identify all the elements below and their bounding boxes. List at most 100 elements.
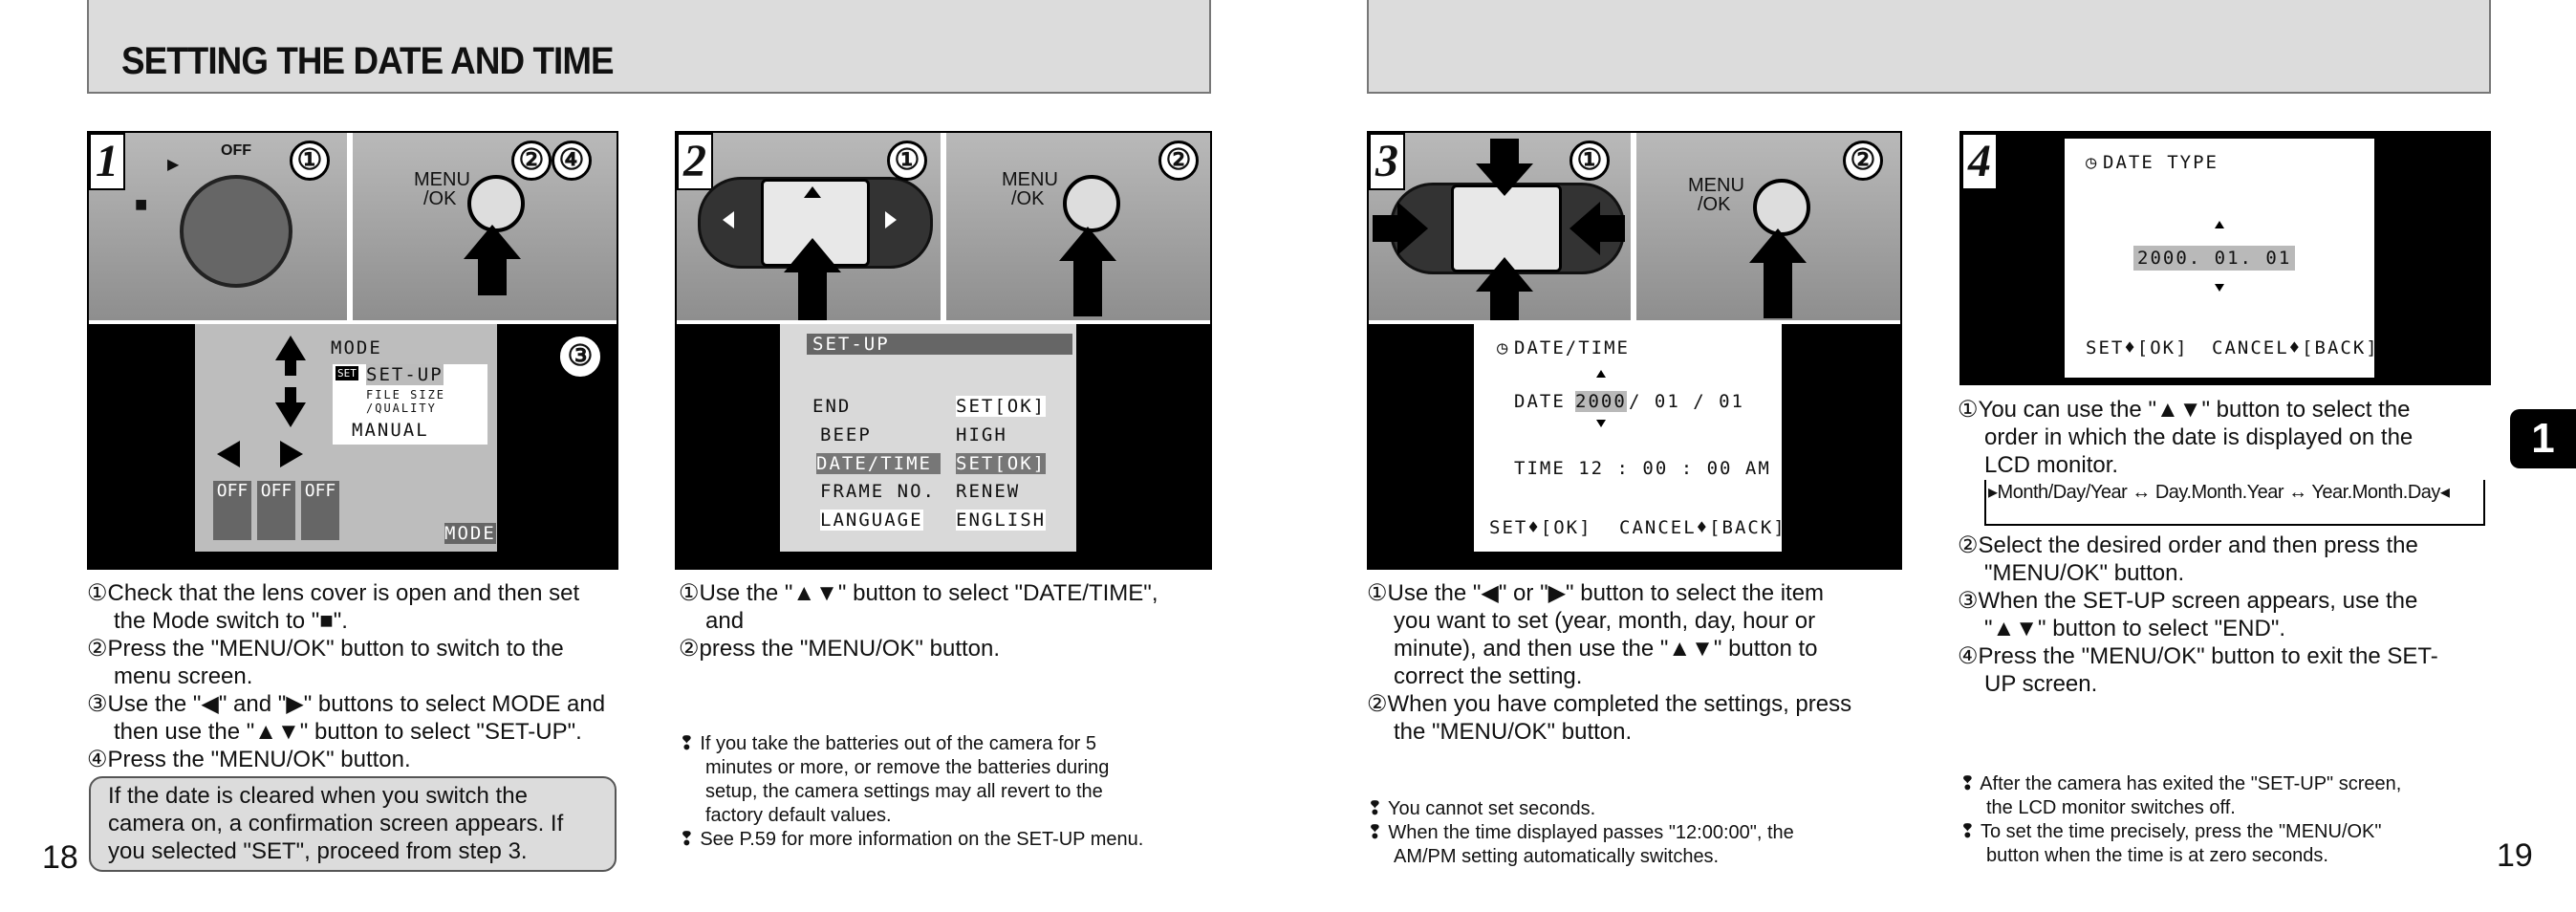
step4-instructions2: ②Select the desired order and then press… <box>1958 532 2493 698</box>
mode-footer: MODE <box>444 523 496 544</box>
setup-row-beep-value: HIGH <box>956 424 1007 445</box>
step4-line: ②Select the desired order and then press… <box>1958 532 2418 558</box>
press-left-arrow-icon <box>1569 202 1627 255</box>
mode-header: MODE <box>331 337 382 358</box>
callout-line: you selected "SET", proceed from step 3. <box>108 838 528 864</box>
step2-line: ①Use the "▲▼" button to select "DATE/TIM… <box>679 580 1158 606</box>
setup-row-datetime-value: SET[OK] <box>956 453 1047 474</box>
menu-ok-label-line1: MENU <box>1002 169 1058 190</box>
note-line: ❢ You cannot set seconds. <box>1367 798 1596 819</box>
dpad-right-icon <box>885 211 897 228</box>
dpad-left-icon <box>723 211 734 228</box>
step1-marker-3: ③ <box>557 334 603 380</box>
callout-line: If the date is cleared when you switch t… <box>108 783 528 809</box>
step1-illustration: 1 OFF ▶ ■ ① MENU /OK ② ④ MODE SET SET-UP… <box>87 131 618 570</box>
press-arrow-icon <box>454 225 530 301</box>
lcd-item-setup: SET-UP <box>366 364 444 385</box>
step3-lcd-screen <box>1474 324 1782 552</box>
step3-number: 3 <box>1369 133 1405 190</box>
lcd-down-arrow-icon <box>275 402 306 427</box>
step3-line: the "MENU/OK" button. <box>1394 719 1633 745</box>
caution-icon: ❢ <box>1959 773 1976 794</box>
press-up-arrow-icon <box>1476 257 1533 320</box>
menu-ok-label-line1: MENU <box>1688 175 1744 196</box>
setup-row-language-label: LANGUAGE <box>820 510 923 531</box>
step4-notes: ❢ After the camera has exited the "SET-U… <box>1959 772 2495 868</box>
note-line: the LCD monitor switches off. <box>1986 797 2236 818</box>
step3-line: ①Use the "◀" or "▶" button to select the… <box>1367 580 1825 606</box>
step3-marker-2: ② <box>1843 141 1883 181</box>
date-year-field: 2000 <box>1575 391 1627 412</box>
callout-line: camera on, a confirmation screen appears… <box>108 811 564 836</box>
step4-line: ③When the SET-UP screen appears, use the <box>1958 588 2418 614</box>
menu-ok-button <box>1063 175 1120 232</box>
lcd-item-quality: /QUALITY <box>366 402 437 415</box>
caution-icon: ❢ <box>679 733 695 754</box>
step4-line: UP screen. <box>1984 671 2098 697</box>
step1-line: the Mode switch to "■". <box>114 608 348 634</box>
step2-number: 2 <box>677 133 713 190</box>
step2-line: ②press the "MENU/OK" button. <box>679 636 1001 662</box>
lcd-up-arrow-icon <box>275 336 306 360</box>
caution-icon: ❢ <box>679 829 695 850</box>
menu-ok-label-line2: /OK <box>423 188 457 209</box>
caution-icon: ❢ <box>1959 821 1976 842</box>
press-arrow-icon <box>1059 227 1116 318</box>
date-type-header: DATE TYPE <box>2103 152 2219 173</box>
double-arrow-icon: ↔ <box>2288 482 2307 503</box>
off-box-2: OFF <box>257 481 295 540</box>
step1-line: then use the "▲▼" button to select "SET-… <box>114 719 582 745</box>
step1-line: ④Press the "MENU/OK" button. <box>87 747 411 772</box>
mode-dial-icon <box>180 175 292 288</box>
note-line: ❢ After the camera has exited the "SET-U… <box>1959 773 2402 794</box>
setup-row-end-label: END <box>812 396 852 417</box>
note-line: AM/PM setting automatically switches. <box>1394 846 1720 867</box>
step4-instructions: ①You can use the "▲▼" button to select t… <box>1958 396 2493 479</box>
off-box-3: OFF <box>301 481 339 540</box>
page-title: SETTING THE DATE AND TIME <box>121 40 615 82</box>
press-up-arrow-icon <box>784 238 841 320</box>
note-line: minutes or more, or remove the batteries… <box>705 757 1110 778</box>
lcd-left-arrow-icon <box>217 441 240 467</box>
chapter-tab: 1 <box>2510 409 2576 468</box>
step4-line: ①You can use the "▲▼" button to select t… <box>1958 397 2411 423</box>
set-ok-label: SET♦[OK] <box>2086 337 2189 358</box>
setup-header: SET-UP <box>807 334 1072 355</box>
lcd-down-arrow-shaft <box>285 387 296 402</box>
setup-row-end-value: SET[OK] <box>956 396 1047 417</box>
step2-line: and <box>705 608 745 634</box>
set-ok-label: SET♦[OK] <box>1489 517 1592 538</box>
step4-line: LCD monitor. <box>1984 452 2119 478</box>
note-line: ❢ To set the time precisely, press the "… <box>1959 821 2382 842</box>
step2-marker-1: ① <box>887 141 927 181</box>
step1-callout-text: If the date is cleared when you switch t… <box>108 782 605 865</box>
off-label-1: OFF <box>216 481 249 501</box>
time-line: TIME 12 : 00 : 00 AM <box>1514 458 1771 479</box>
cancel-back-label: CANCEL♦[BACK] <box>1619 517 1786 538</box>
off-label-3: OFF <box>304 481 336 501</box>
step3-illustration: 3 ① MENU /OK ② ◷ DATE/TIME DATE 2000 / 0… <box>1367 131 1902 570</box>
caution-icon: ❢ <box>1367 822 1383 843</box>
menu-ok-label-line2: /OK <box>1698 194 1731 215</box>
playback-icon: ▶ <box>167 157 180 173</box>
note-line: factory default values. <box>705 805 892 826</box>
arrow-right-icon: ▸ <box>1988 482 1998 503</box>
date-label: DATE <box>1514 391 1566 412</box>
step3-line: you want to set (year, month, day, hour … <box>1394 608 1816 634</box>
step4-illustration: 4 ◷ DATE TYPE 2000. 01. 01 SET♦[OK] CANC… <box>1959 131 2491 385</box>
setup-row-frame-label: FRAME NO. <box>820 481 936 502</box>
date-type-value: 2000. 01. 01 <box>2133 246 2296 271</box>
setup-row-language-value: ENGLISH <box>956 510 1047 531</box>
note-line: ❢ If you take the batteries out of the c… <box>679 733 1097 754</box>
lcd-right-arrow-icon <box>280 441 303 467</box>
setup-row-frame-value: RENEW <box>956 481 1021 502</box>
step1-marker-4: ④ <box>552 141 592 181</box>
step4-line: "MENU/OK" button. <box>1984 560 2185 586</box>
right-header-bar <box>1367 0 2491 94</box>
step1-line: menu screen. <box>114 663 253 689</box>
step3-instructions: ①Use the "◀" or "▶" button to select the… <box>1367 579 1902 746</box>
year-down-icon <box>1596 420 1606 427</box>
order-option-dmy: Day.Month.Year <box>2154 482 2284 503</box>
date-rest: / 01 / 01 <box>1629 391 1744 412</box>
double-arrow-icon: ↔ <box>2132 482 2151 503</box>
